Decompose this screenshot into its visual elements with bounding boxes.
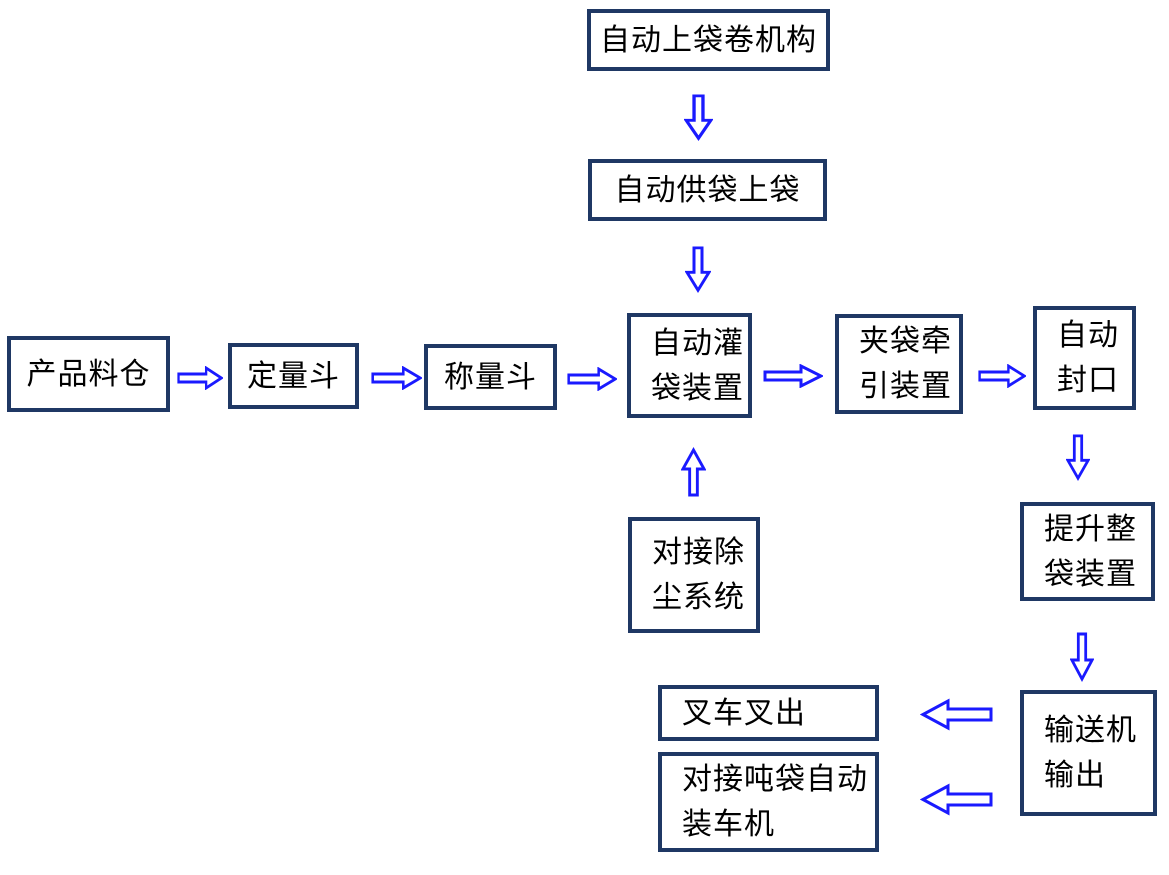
node-auto-bag-roll: 自动上袋卷机构 xyxy=(587,9,830,71)
arrow-right-icon-weighing-to-filling xyxy=(567,367,617,391)
arrow-right-icon-filling-to-clamp xyxy=(763,364,823,388)
node-label: 自动 封口 xyxy=(1057,319,1119,397)
node-label: 对接除 尘系统 xyxy=(652,536,745,614)
node-ton-bag-loader: 对接吨袋自动 装车机 xyxy=(658,752,879,852)
arrow-left-icon-conveyor-to-forklift xyxy=(920,698,993,731)
arrow-down-icon-sealing-to-lifting xyxy=(1066,434,1090,481)
node-auto-filling: 自动灌 袋装置 xyxy=(627,313,752,418)
node-label: 夹袋牵 引装置 xyxy=(859,325,952,403)
arrow-left-icon-conveyor-to-loader xyxy=(920,783,993,816)
arrow-down-icon-bag-supply-to-filling xyxy=(685,246,711,293)
node-bag-lifting: 提升整 袋装置 xyxy=(1020,502,1155,601)
node-label: 输送机 输出 xyxy=(1044,714,1137,792)
arrow-right-icon-clamp-to-sealing xyxy=(978,364,1026,388)
node-label: 产品料仓 xyxy=(26,357,151,391)
node-product-silo: 产品料仓 xyxy=(7,336,170,412)
node-label: 对接吨袋自动 装车机 xyxy=(682,763,868,841)
node-bag-clamp-traction: 夹袋牵 引装置 xyxy=(835,314,963,414)
node-label: 自动灌 袋装置 xyxy=(651,326,744,405)
arrow-down-icon-lifting-to-conveyor xyxy=(1070,632,1094,682)
node-label: 自动供袋上袋 xyxy=(614,173,801,207)
node-auto-bag-supply: 自动供袋上袋 xyxy=(588,159,827,221)
arrow-down-icon-bag-roll-to-bag-supply xyxy=(684,94,713,141)
node-auto-sealing: 自动 封口 xyxy=(1033,306,1136,410)
node-label: 定量斗 xyxy=(247,359,340,393)
arrow-right-icon-silo-to-dosing xyxy=(177,366,223,390)
node-conveyor-output: 输送机 输出 xyxy=(1020,690,1157,816)
node-label: 称量斗 xyxy=(444,360,537,394)
node-forklift-out: 叉车叉出 xyxy=(658,685,879,741)
arrow-up-icon-dust-to-filling xyxy=(681,447,706,497)
node-dosing-hopper: 定量斗 xyxy=(228,343,359,409)
arrow-right-icon-dosing-to-weighing xyxy=(371,366,422,390)
node-dust-removal: 对接除 尘系统 xyxy=(628,517,760,633)
node-weighing-hopper: 称量斗 xyxy=(424,344,557,410)
node-label: 叉车叉出 xyxy=(682,696,806,730)
node-label: 提升整 袋装置 xyxy=(1044,512,1137,591)
node-label: 自动上袋卷机构 xyxy=(600,23,817,57)
